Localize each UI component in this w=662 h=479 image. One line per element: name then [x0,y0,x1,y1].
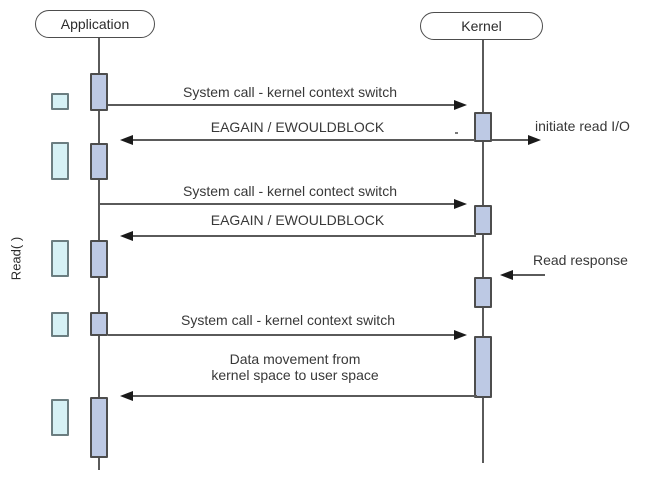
arrowhead-left-icon [120,391,133,401]
application-activation-3 [90,240,108,278]
message-arrow-eagain-1 [130,139,475,141]
user-buffer-box-3 [51,240,69,277]
kernel-activation-1 [474,112,492,142]
application-activation-1 [90,73,108,111]
message-label-initiate-read: initiate read I/O [535,118,630,134]
application-activation-4 [90,312,108,336]
arrowhead-left-icon [120,135,133,145]
message-label-data-movement: Data movement from kernel space to user … [120,351,470,383]
arrowhead-right-icon [528,135,541,145]
actor-application-label: Application [60,16,130,32]
message-label-eagain-2: EAGAIN / EWOULDBLOCK [210,212,385,228]
message-arrow-syscall-3 [108,334,454,336]
arrowhead-right-icon [454,330,467,340]
kernel-activation-4 [474,336,492,398]
application-activation-5 [90,397,108,458]
message-arrow-syscall-1 [108,104,454,106]
actor-application-header: Application [35,10,155,38]
kernel-activation-2 [474,205,492,235]
actor-kernel-header: Kernel [420,12,543,40]
application-activation-2 [90,143,108,180]
arrowhead-right-icon [454,199,467,209]
message-arrow-data-movement [130,395,477,397]
message-label-data-movement-line2: kernel space to user space [211,367,379,383]
message-label-syscall-2: System call - kernel contect switch [183,183,397,199]
kernel-activation-3 [474,277,492,308]
arrowhead-right-icon [454,100,467,110]
message-label-eagain-1: EAGAIN / EWOULDBLOCK [210,119,385,135]
user-buffer-box-2 [51,142,69,180]
message-arrow-initiate-read [492,139,529,141]
message-label-syscall-3: System call - kernel context switch [181,312,395,328]
message-arrow-syscall-2 [100,203,454,205]
user-buffer-box-1 [51,93,69,110]
message-label-syscall-1: System call - kernel context switch [183,84,397,100]
message-arrow-eagain-2 [130,235,476,237]
message-label-read-response: Read response [533,252,628,268]
arrowhead-left-icon [500,270,513,280]
read-call-side-label: Read( ) [8,236,24,281]
actor-kernel-label: Kernel [461,18,502,34]
kernel-lifeline [482,40,484,463]
arrowhead-left-icon [120,231,133,241]
message-label-data-movement-line1: Data movement from [229,351,361,367]
stray-mark [455,132,458,134]
user-buffer-box-5 [51,399,69,436]
user-buffer-box-4 [51,312,69,337]
message-arrow-read-response [512,274,545,276]
